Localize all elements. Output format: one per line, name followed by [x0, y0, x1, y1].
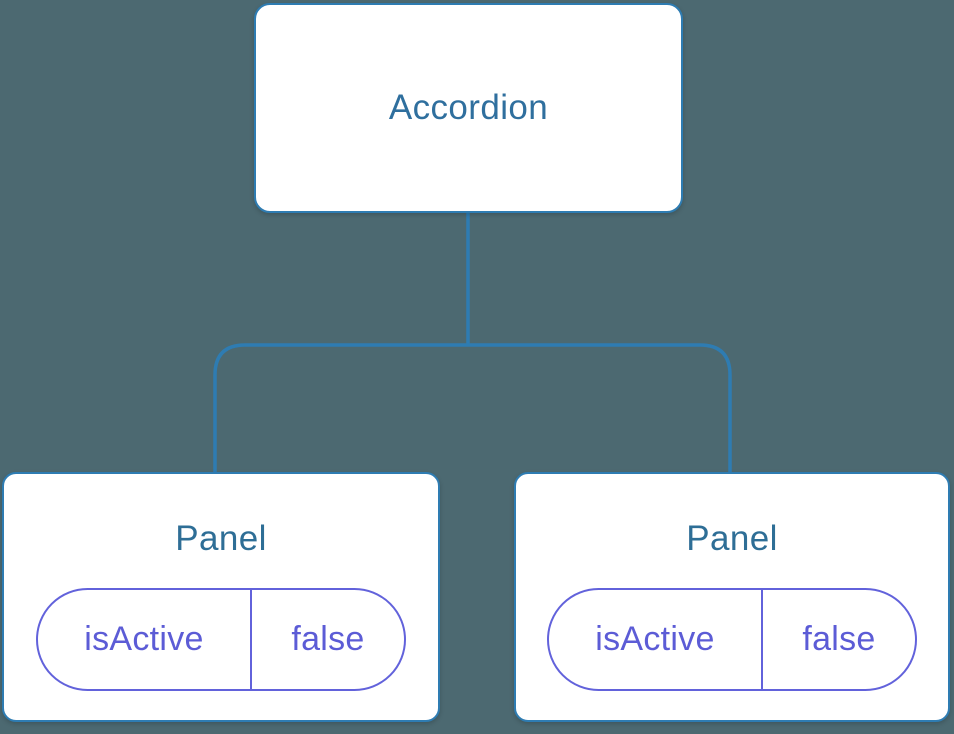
- tree-node-panel-left: Panel isActive false: [2, 472, 440, 722]
- state-badge: isActive false: [547, 588, 917, 691]
- state-value: false: [291, 620, 365, 658]
- panel-node-label: Panel: [175, 519, 267, 558]
- state-badge: isActive false: [36, 588, 406, 691]
- connector-bracket: [213, 343, 732, 472]
- tree-node-panel-right: Panel isActive false: [514, 472, 950, 722]
- state-value: false: [802, 620, 876, 658]
- tree-node-accordion: Accordion: [254, 3, 683, 213]
- state-key: isActive: [38, 590, 252, 689]
- state-key: isActive: [549, 590, 763, 689]
- accordion-node-label: Accordion: [388, 88, 549, 127]
- panel-node-label: Panel: [686, 519, 778, 558]
